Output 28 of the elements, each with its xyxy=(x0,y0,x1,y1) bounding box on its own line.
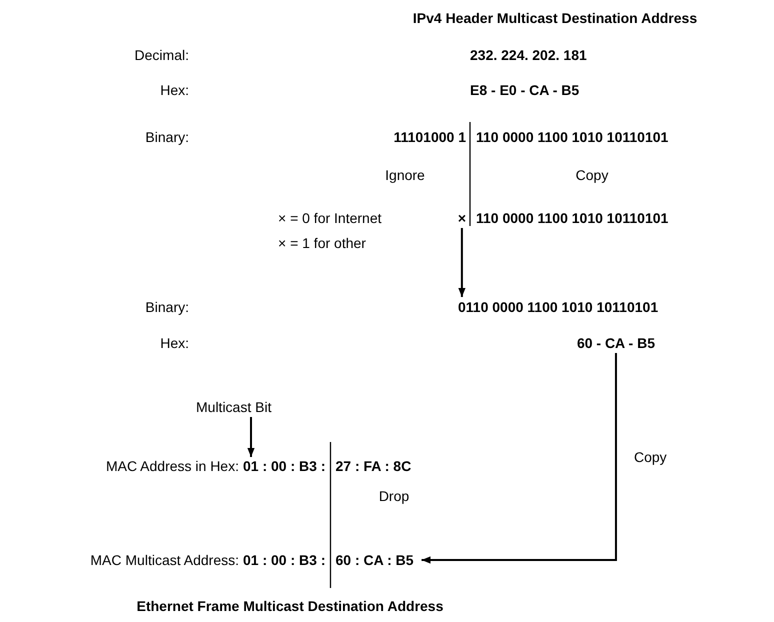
multicast-bit-note: Multicast Bit xyxy=(196,399,272,415)
mac-multicast-address: 01 : 00 : B3 : 60 : CA : B5 xyxy=(243,552,414,568)
arrow xyxy=(247,417,255,457)
row-label: MAC Multicast Address: xyxy=(90,552,239,568)
row-label: Binary: xyxy=(145,129,189,145)
ignore-note: Ignore xyxy=(385,167,425,183)
decimal-address: 232. 224. 202. 181 xyxy=(470,47,587,63)
row-label: Hex: xyxy=(160,335,189,351)
bit-note: × = 1 for other xyxy=(278,235,366,251)
hex-address: E8 - E0 - CA - B5 xyxy=(470,82,580,98)
drop-note: Drop xyxy=(378,488,410,504)
diagram-title: IPv4 Header Multicast Destination Address xyxy=(412,10,698,26)
copied-bits: 110 0000 1100 1010 10110101 xyxy=(476,129,668,145)
binary-address: 0110 0000 1100 1010 10110101 xyxy=(458,299,658,315)
mac-address: 01 : 00 : B3 : 27 : FA : 8C xyxy=(243,458,412,474)
ignored-bits: 11101000 1 xyxy=(394,129,466,145)
hex-address: 60 - CA - B5 xyxy=(576,335,655,351)
arrow xyxy=(458,228,466,297)
arrow xyxy=(422,353,617,564)
copy-note: Copy xyxy=(576,167,608,183)
row-label: MAC Address in Hex: xyxy=(106,458,239,474)
diagram-caption: Ethernet Frame Multicast Destination Address xyxy=(136,598,444,614)
bit-note: × = 0 for Internet xyxy=(278,210,382,226)
copied-bits: 110 0000 1100 1010 10110101 xyxy=(476,210,668,226)
row-label: Hex: xyxy=(160,82,189,98)
row-label: Decimal: xyxy=(134,47,189,63)
row-label: Binary: xyxy=(145,299,189,315)
variable-bit-symbol: × xyxy=(458,210,466,226)
